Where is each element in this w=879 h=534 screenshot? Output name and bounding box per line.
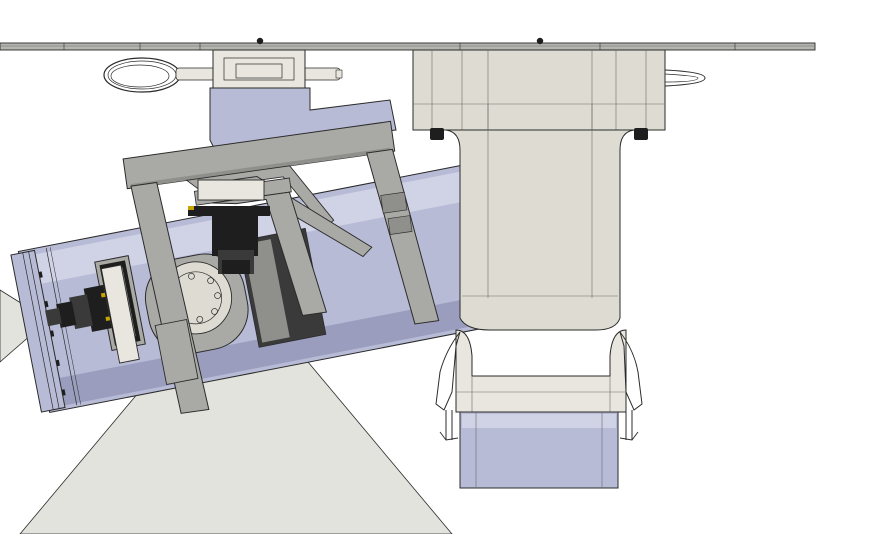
down-camera: [188, 179, 270, 274]
camera-cone-icon: [0, 275, 453, 534]
downward-camera-cone: [19, 275, 453, 534]
rail-bolt-left: [256, 37, 264, 45]
rail-bolt-right: [536, 37, 544, 45]
telescopic-mast-icon: [412, 49, 706, 489]
pan-tilt-bracket-icon: [100, 49, 440, 414]
mast-latch-icon: [435, 331, 643, 441]
mounting-rail-icon: [0, 37, 816, 51]
rail-bar: [0, 42, 816, 51]
cable-loop-icon: [103, 57, 343, 93]
